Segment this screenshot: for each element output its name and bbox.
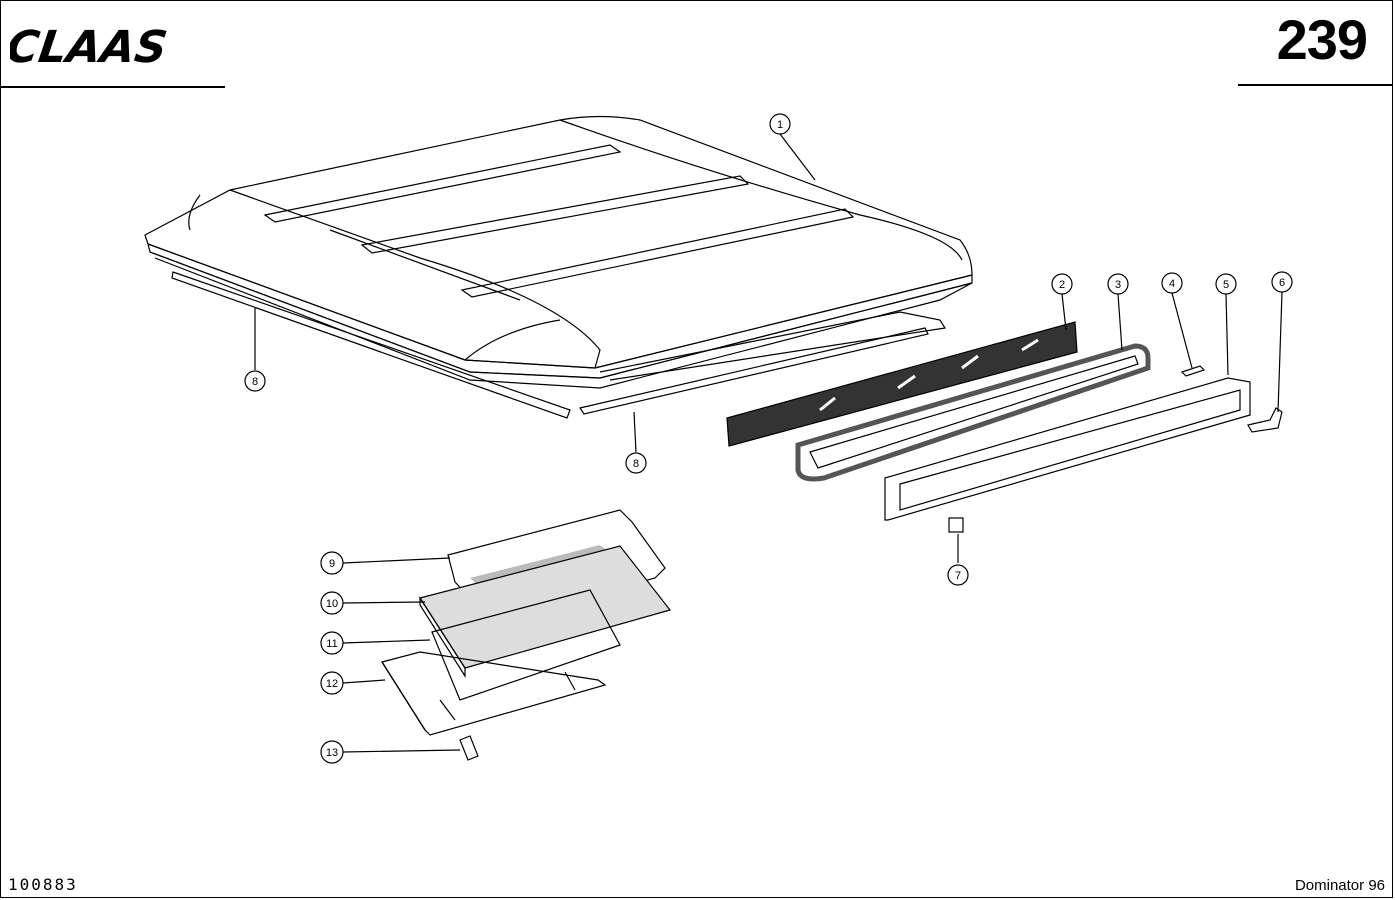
leader-line-4 bbox=[1171, 292, 1193, 369]
svg-text:2: 2 bbox=[1059, 279, 1065, 291]
svg-text:6: 6 bbox=[1279, 277, 1285, 289]
callout-10: 10 bbox=[320, 591, 344, 615]
page-number: 239 bbox=[1276, 8, 1368, 71]
svg-text:11: 11 bbox=[326, 638, 337, 650]
filter-mat-part bbox=[726, 321, 1078, 447]
bracket-part bbox=[948, 517, 964, 533]
svg-text:5: 5 bbox=[1223, 279, 1229, 291]
svg-text:12: 12 bbox=[326, 678, 338, 690]
leader-line-1 bbox=[779, 133, 816, 181]
seal-strip-left bbox=[171, 271, 571, 419]
filter-frame-part bbox=[884, 377, 1251, 521]
cab-roof-part bbox=[144, 115, 973, 389]
leader-line-12 bbox=[342, 679, 386, 684]
clip-part bbox=[1180, 365, 1206, 377]
leader-line-10 bbox=[342, 601, 426, 604]
document-number: 100883 bbox=[8, 875, 78, 894]
gasket-part bbox=[795, 343, 1151, 482]
leader-line-8b bbox=[633, 411, 637, 453]
leader-line-11 bbox=[342, 639, 431, 644]
header-rule-left bbox=[0, 86, 225, 88]
callout-8b: 8 bbox=[625, 452, 647, 474]
svg-text:10: 10 bbox=[326, 598, 338, 610]
callout-7: 7 bbox=[947, 564, 969, 586]
svg-text:13: 13 bbox=[326, 747, 338, 759]
callout-9: 9 bbox=[320, 551, 344, 575]
callout-13: 13 bbox=[320, 740, 344, 764]
svg-text:8: 8 bbox=[252, 376, 258, 388]
seal-strip-right bbox=[579, 327, 929, 415]
callout-12: 12 bbox=[320, 671, 344, 695]
leader-line-6 bbox=[1277, 291, 1283, 413]
svg-text:3: 3 bbox=[1115, 279, 1121, 291]
callout-2: 2 bbox=[1051, 273, 1073, 295]
callout-5: 5 bbox=[1215, 273, 1237, 295]
header-rule-right bbox=[1238, 84, 1393, 86]
svg-text:4: 4 bbox=[1169, 278, 1175, 290]
leader-line-9 bbox=[342, 557, 451, 564]
screen-part bbox=[431, 589, 621, 701]
callout-1: 1 bbox=[769, 113, 791, 135]
housing-tray-part bbox=[381, 651, 607, 736]
callout-3: 3 bbox=[1107, 273, 1129, 295]
leader-line-2 bbox=[1061, 293, 1067, 331]
leader-line-13 bbox=[342, 749, 461, 753]
callout-8a: 8 bbox=[244, 370, 266, 392]
callout-11: 11 bbox=[320, 631, 344, 655]
insert-part bbox=[459, 735, 479, 761]
leader-line-3 bbox=[1117, 293, 1123, 351]
filter-element-part bbox=[419, 545, 672, 679]
svg-text:8: 8 bbox=[633, 458, 639, 470]
logo-text: CLAAS bbox=[10, 24, 170, 68]
latch-part bbox=[1247, 407, 1283, 433]
svg-text:7: 7 bbox=[955, 570, 961, 582]
callout-6: 6 bbox=[1271, 271, 1293, 293]
svg-text:9: 9 bbox=[329, 558, 335, 570]
model-name: Dominator 96 bbox=[1294, 877, 1385, 894]
svg-text:1: 1 bbox=[777, 119, 783, 131]
callout-4: 4 bbox=[1161, 272, 1183, 294]
leader-line-5 bbox=[1225, 293, 1229, 376]
claas-logo: CLAAS bbox=[10, 24, 170, 68]
